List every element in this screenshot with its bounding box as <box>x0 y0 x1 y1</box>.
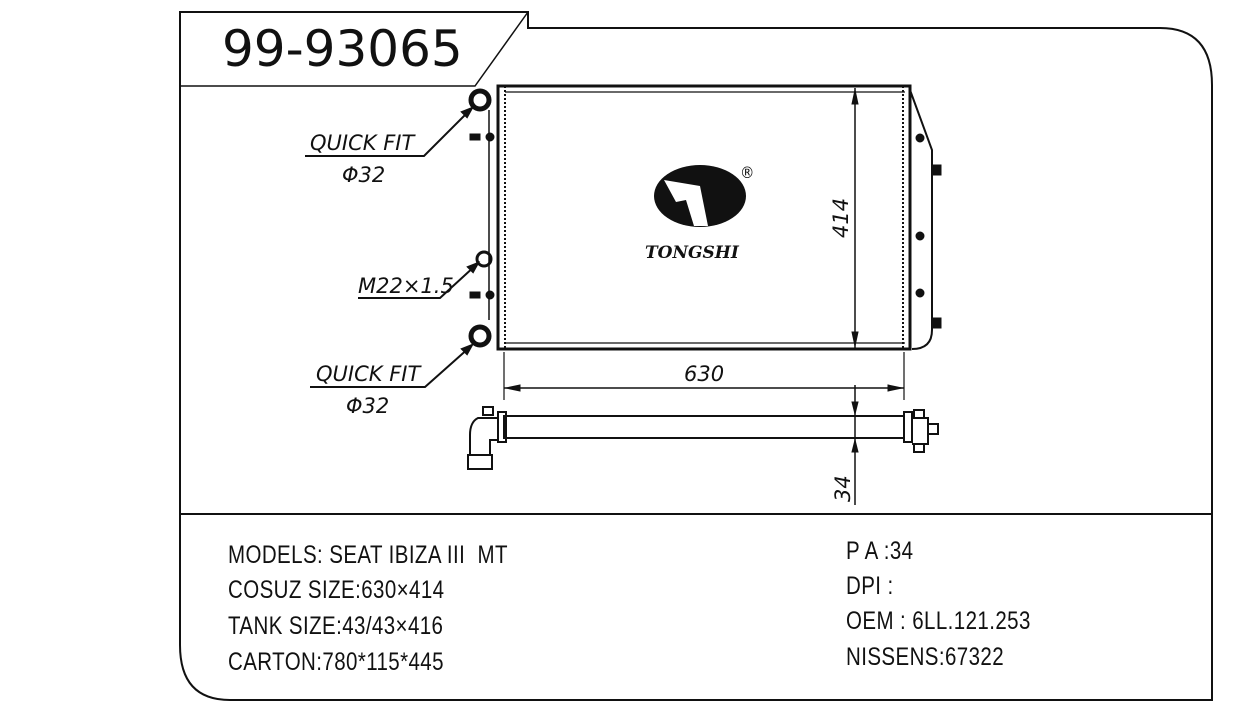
spec-models: MODELS: SEAT IBIZA III MT <box>228 541 508 569</box>
drain-plug <box>475 250 493 268</box>
part-number-title: 99-93065 <box>222 20 463 78</box>
spec-oem: OEM : 6LL.121.253 <box>846 607 1031 635</box>
height-label: 414 <box>829 198 853 238</box>
width-label: 630 <box>684 362 724 386</box>
spec-dpi: DPI : <box>846 572 894 600</box>
tongshi-logo: ® TONGSHI <box>645 163 754 263</box>
thickness-label: 34 <box>831 475 855 502</box>
sheet-frame <box>179 11 1213 701</box>
quick-fit-top-port <box>468 88 492 112</box>
quick-fit-bottom-port <box>468 324 492 348</box>
svg-text:®: ® <box>740 163 754 182</box>
spec-tank-size: TANK SIZE:43/43×416 <box>228 612 444 640</box>
spec-pa: P A :34 <box>846 537 914 565</box>
svg-text:TONGSHI: TONGSHI <box>645 243 740 263</box>
quick-fit-bottom-label: QUICK FIT <box>316 362 422 386</box>
quick-fit-top-size: Φ32 <box>342 163 385 187</box>
drain-label: M22×1.5 <box>358 274 454 298</box>
spec-carton: CARTON:780*115*445 <box>228 648 444 676</box>
height-dimension <box>851 88 859 348</box>
callout-leaders <box>305 106 481 388</box>
quick-fit-top-label: QUICK FIT <box>310 131 416 155</box>
spec-core-size: COSUZ SIZE:630×414 <box>228 576 445 604</box>
thickness-dimension <box>851 385 859 505</box>
spec-nissens: NISSENS:67322 <box>846 643 1005 671</box>
title-box-border <box>180 11 529 87</box>
radiator-side-view <box>467 406 939 470</box>
width-dimension <box>503 352 905 400</box>
quick-fit-bottom-size: Φ32 <box>346 394 389 418</box>
radiator-front-view <box>468 84 942 351</box>
